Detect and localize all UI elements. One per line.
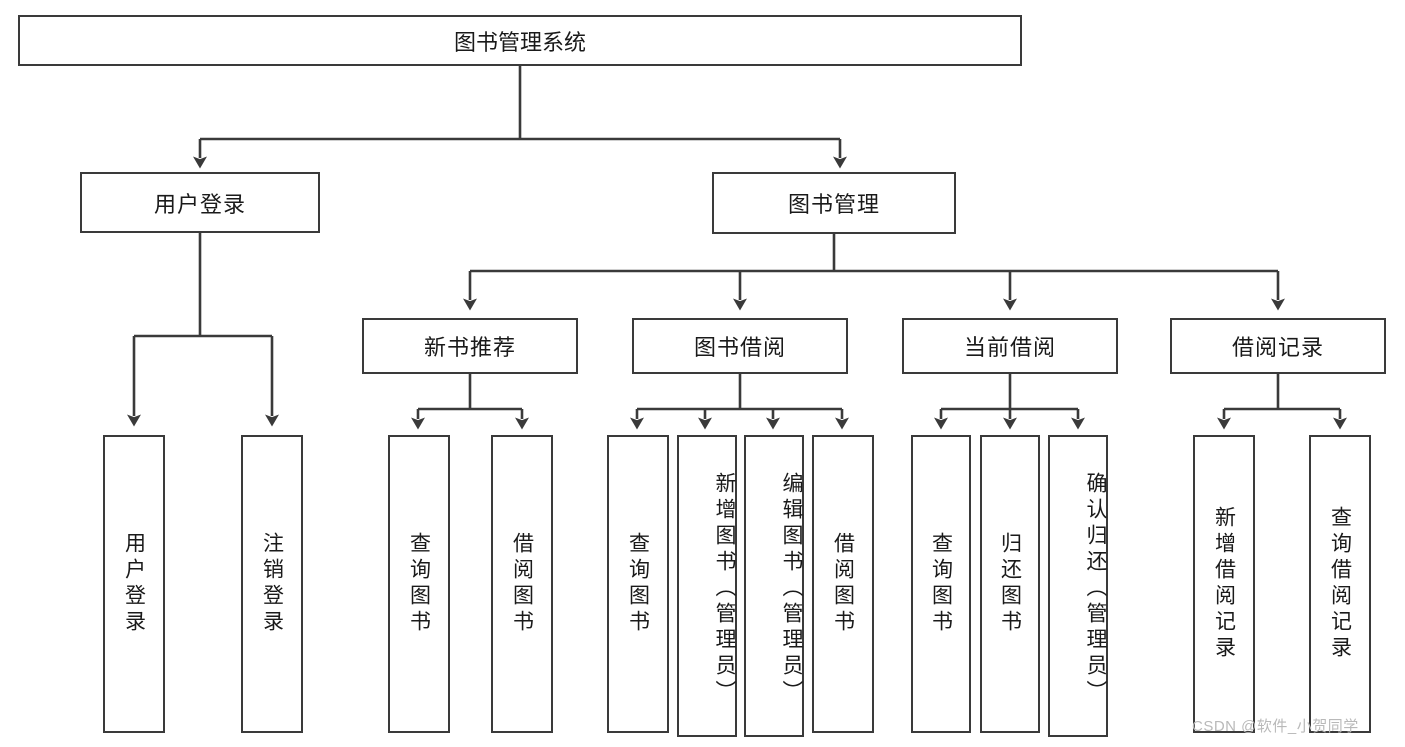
leaf-borrow-book[interactable]: 借阅图书 — [812, 435, 874, 733]
node-borrow-record[interactable]: 借阅记录 — [1170, 318, 1386, 374]
leaf-add-borrow-record[interactable]: 新增借阅记录 — [1193, 435, 1255, 733]
leaf-query-book-current[interactable]: 查询图书 — [911, 435, 971, 733]
csdn-watermark: CSDN @软件_小贺同学 — [1192, 718, 1359, 735]
leaf-logout[interactable]: 注销登录 — [241, 435, 303, 733]
node-root-book-management-system[interactable]: 图书管理系统 — [18, 15, 1022, 66]
leaf-add-book-admin[interactable]: 新增图书（管理员） — [677, 435, 737, 737]
leaf-user-login[interactable]: 用户登录 — [103, 435, 165, 733]
node-user-login[interactable]: 用户登录 — [80, 172, 320, 233]
node-book-borrow[interactable]: 图书借阅 — [632, 318, 848, 374]
leaf-query-borrow-record[interactable]: 查询借阅记录 — [1309, 435, 1371, 733]
leaf-query-book-recommend[interactable]: 查询图书 — [388, 435, 450, 733]
leaf-return-book[interactable]: 归还图书 — [980, 435, 1040, 733]
leaf-query-book-borrow[interactable]: 查询图书 — [607, 435, 669, 733]
leaf-borrow-book-recommend[interactable]: 借阅图书 — [491, 435, 553, 733]
node-new-book-recommend[interactable]: 新书推荐 — [362, 318, 578, 374]
node-current-borrow[interactable]: 当前借阅 — [902, 318, 1118, 374]
leaf-edit-book-admin[interactable]: 编辑图书（管理员） — [744, 435, 804, 737]
leaf-confirm-return-admin[interactable]: 确认归还（管理员） — [1048, 435, 1108, 737]
node-book-management[interactable]: 图书管理 — [712, 172, 956, 234]
